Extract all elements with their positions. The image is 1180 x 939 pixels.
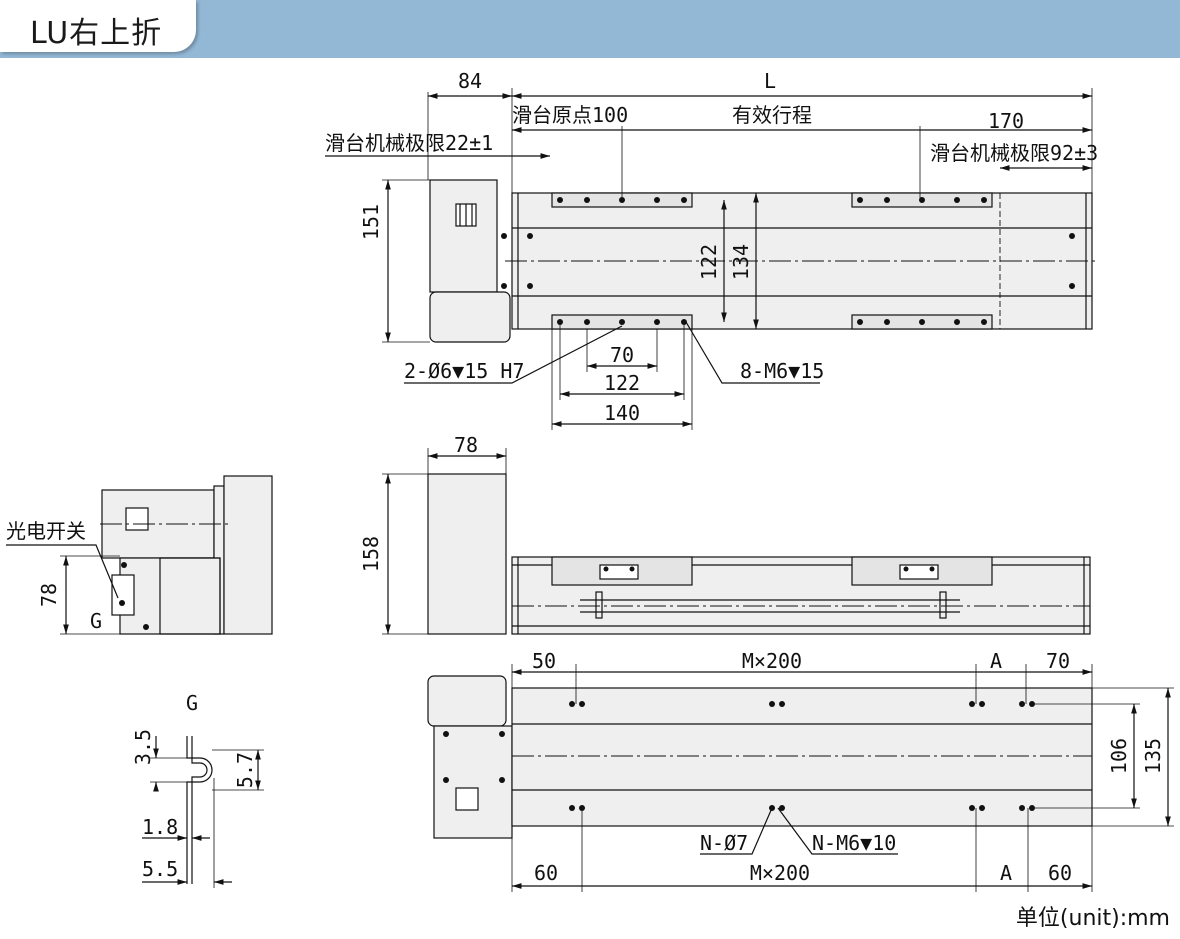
dim-84: 84 bbox=[458, 69, 482, 93]
label-tap-holes: 8-M6▼15 bbox=[740, 359, 824, 383]
dim-140: 140 bbox=[604, 401, 640, 425]
top-view bbox=[325, 88, 1098, 430]
dim-170: 170 bbox=[988, 109, 1024, 133]
dim-78-side: 78 bbox=[454, 433, 478, 457]
label-through-holes: N-Ø7 bbox=[700, 831, 748, 855]
dim-1-8: 1.8 bbox=[142, 815, 178, 839]
dim-134-vertical: 134 bbox=[729, 244, 753, 280]
dim-60-left: 60 bbox=[534, 861, 558, 885]
dim-a-bottom: A bbox=[1000, 861, 1012, 885]
detail-g-title: G bbox=[186, 691, 198, 715]
label-mech-limit-right: 滑台机械极限92±3 bbox=[930, 141, 1098, 165]
title-tab: LU右上折 bbox=[0, 0, 196, 52]
dim-5-5: 5.5 bbox=[142, 857, 178, 881]
label-pin-holes: 2-Ø6▼15 H7 bbox=[404, 359, 524, 383]
label-slide-origin: 滑台原点100 bbox=[512, 103, 628, 127]
dim-122-vertical: 122 bbox=[697, 244, 721, 280]
bottom-body bbox=[511, 687, 1093, 827]
detail-g bbox=[142, 736, 264, 888]
dim-78-end: 78 bbox=[37, 583, 61, 607]
dim-106: 106 bbox=[1107, 738, 1131, 774]
label-mech-limit-left: 滑台机械极限22±1 bbox=[325, 131, 493, 155]
dim-70-top: 70 bbox=[610, 343, 634, 367]
bottom-view bbox=[427, 664, 1174, 892]
label-effective-stroke: 有效行程 bbox=[732, 103, 812, 127]
label-g-mark: G bbox=[90, 609, 102, 633]
hole-markers bbox=[119, 197, 1075, 811]
page-title: LU右上折 bbox=[30, 16, 163, 51]
dim-60-right: 60 bbox=[1048, 861, 1072, 885]
dim-50: 50 bbox=[532, 649, 556, 673]
label-bottom-taps: N-M6▼10 bbox=[812, 831, 896, 855]
unit-note: 单位(unit):mm bbox=[1015, 906, 1170, 931]
dim-a-top: A bbox=[990, 649, 1002, 673]
side-motor bbox=[427, 473, 507, 635]
dim-3-5: 3.5 bbox=[131, 729, 155, 765]
dim-151: 151 bbox=[359, 204, 383, 240]
dim-122-horizontal: 122 bbox=[604, 371, 640, 395]
header-banner bbox=[0, 0, 1180, 58]
label-photo-switch: 光电开关 bbox=[6, 519, 86, 543]
dim-158: 158 bbox=[359, 536, 383, 572]
motor-cap bbox=[429, 291, 511, 343]
end-view bbox=[6, 475, 273, 635]
dim-135: 135 bbox=[1141, 738, 1165, 774]
dim-70-bottom: 70 bbox=[1046, 649, 1070, 673]
side-view bbox=[382, 448, 1091, 635]
dim-mx200-bottom: M×200 bbox=[750, 861, 810, 885]
dim-mx200-top: M×200 bbox=[742, 649, 802, 673]
dim-L: L bbox=[764, 69, 776, 93]
dim-5-7: 5.7 bbox=[233, 752, 257, 788]
motor-body bbox=[429, 179, 498, 293]
